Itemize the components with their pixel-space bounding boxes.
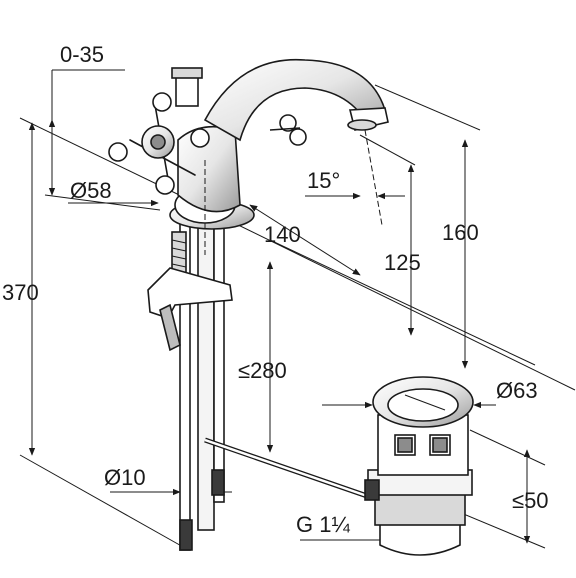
- label-max-waste: ≤50: [512, 488, 549, 513]
- label-diameter-handle: Ø58: [70, 178, 112, 203]
- dimension-lines: [28, 69, 531, 544]
- label-offset-range: 0-35: [60, 42, 104, 67]
- label-max-underside: ≤280: [238, 358, 287, 383]
- label-thread: G 1¼: [296, 512, 350, 537]
- cross-handle-left: [108, 92, 210, 195]
- waste-fitting: [364, 376, 474, 556]
- cross-handle-right: [269, 114, 307, 146]
- faucet-body: [108, 58, 389, 551]
- label-height-spout-top: 160: [442, 220, 479, 245]
- label-height-total: 370: [2, 280, 39, 305]
- label-height-spout-outlet: 125: [384, 250, 421, 275]
- label-diameter-waste: Ø63: [496, 378, 538, 403]
- label-angle: 15°: [307, 168, 340, 193]
- dimension-labels: 0-35 Ø58 370 15° 140 125 160 ≤280 Ø63 Ø1…: [2, 42, 549, 537]
- label-reach: 140: [264, 222, 301, 247]
- label-diameter-rod: Ø10: [104, 465, 146, 490]
